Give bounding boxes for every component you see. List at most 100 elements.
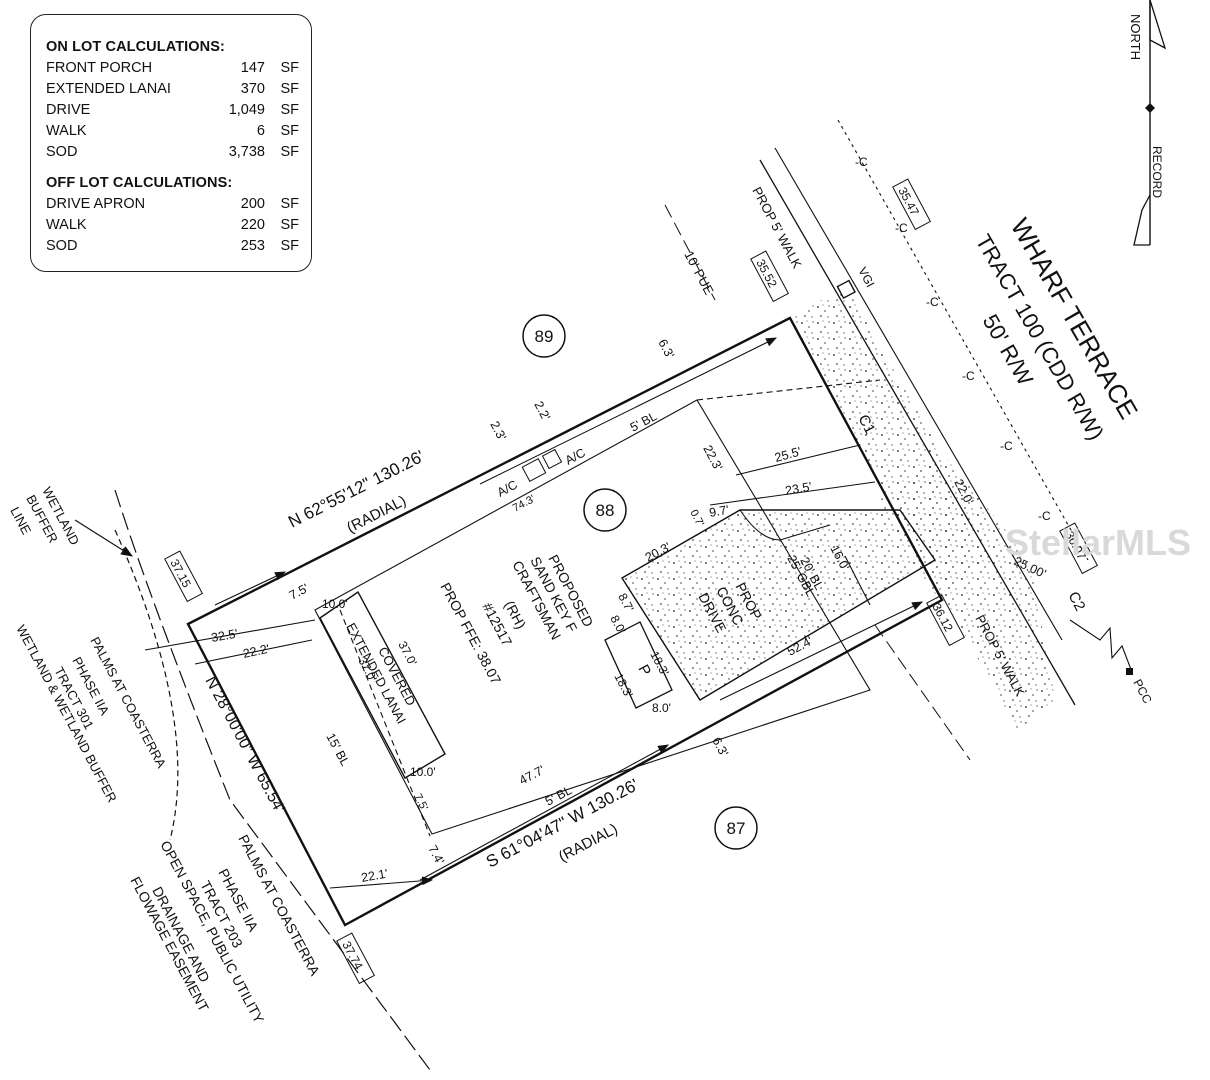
calc-row: DRIVE APRON 200 SF	[46, 194, 299, 215]
dim-label: 6.3'	[709, 735, 731, 759]
dim-label: 22.1'	[360, 867, 389, 885]
dim-label: 25.5'	[773, 444, 802, 464]
north-arrow: NORTH RECORD	[1128, 0, 1167, 246]
lot-88-label: 88	[596, 501, 615, 520]
ac-pad	[541, 448, 563, 470]
calc-value: 6	[256, 123, 265, 139]
drive-outline	[621, 509, 937, 701]
dim-label: 7.5'	[287, 581, 311, 603]
dim-label: 0.7'	[687, 508, 706, 529]
elevation-tags: 35.47 35.52 37.15 36.07 36.12 37.74	[164, 178, 1099, 985]
calc-unit: SF	[280, 60, 299, 76]
dim-label: 9.7'	[708, 503, 730, 520]
wetland-buffer	[74, 489, 431, 1071]
calc-row: EXTENDED LANAI 370 SF	[46, 79, 299, 100]
record-label: RECORD	[1150, 146, 1164, 198]
porch-dim-d: 8.0'	[652, 701, 671, 715]
calc-unit: SF	[280, 123, 299, 139]
calc-unit: SF	[280, 81, 299, 97]
calc-value: 3,738	[228, 144, 265, 160]
elev-e6: 37.74	[339, 939, 366, 972]
calc-value: 220	[240, 217, 265, 233]
calc-unit: SF	[280, 102, 299, 118]
curve-c2: C2	[1064, 589, 1088, 614]
wetland-labels: WETLAND BUFFER LINE PALMS AT COASTERRA P…	[7, 484, 169, 804]
dim-label: 32.5'	[210, 627, 239, 645]
calc-unit: SF	[280, 196, 299, 212]
lot-numbers: 89 88 87	[522, 314, 758, 850]
calc-label: WALK	[46, 217, 87, 233]
calc-label: SOD	[46, 238, 78, 254]
house-label: PROPOSED SAND KEY F CRAFTSMAN (RH) #1251…	[437, 552, 596, 687]
calc-label: DRIVE	[46, 102, 91, 118]
lanai-outline	[319, 590, 446, 779]
lot-88-boundary	[186, 316, 944, 927]
calc-value: 370	[240, 81, 265, 97]
dim-label: 15' BL	[323, 731, 352, 769]
dim-label: 47.7'	[517, 763, 547, 788]
break-symbol	[1069, 619, 1133, 673]
dim-label: 23.5'	[784, 480, 813, 498]
dim-label: 22.2'	[242, 642, 271, 661]
lot-89-label: 89	[535, 327, 554, 346]
vgi-label: VGI	[855, 265, 877, 290]
dim-label: 2.3'	[487, 419, 509, 443]
svg-text:-C: -C	[895, 221, 908, 235]
porch-dim-c: 18.3'	[611, 671, 635, 700]
calc-value: 147	[240, 60, 265, 76]
svg-text:-C: -C	[1038, 509, 1051, 523]
calc-value: 200	[240, 196, 265, 212]
calc-label: WALK	[46, 123, 87, 139]
dimension-arrows	[144, 337, 923, 889]
porch-dim-a: 8.0'	[607, 613, 628, 636]
elev-e2: 35.52	[753, 257, 780, 290]
building-setbacks	[314, 379, 881, 837]
calc-label: FRONT PORCH	[46, 60, 153, 76]
svg-text:-C: -C	[962, 369, 975, 383]
lot-87-label: 87	[727, 819, 746, 838]
pue-label: 10' PUE	[681, 248, 717, 297]
dim-label: A/C	[495, 478, 520, 500]
svg-text:-C: -C	[1000, 439, 1013, 453]
calc-label: SOD	[46, 144, 78, 160]
apron-stipple	[880, 460, 985, 600]
tract-203-labels: PALMS AT COASTERRA PHASE IIA TRACT 203 O…	[127, 832, 323, 1027]
calc-unit: SF	[280, 217, 299, 233]
porch-label: P	[634, 662, 654, 679]
west-line-bearing: N 28°00'00" W 65.54'	[201, 674, 287, 816]
walk-top: PROP 5' WALK	[749, 184, 805, 271]
porch-outline	[604, 621, 673, 709]
calc-row: WALK 220 SF	[46, 215, 299, 236]
mls-watermark: StellarMLS	[1005, 522, 1191, 563]
calc-row: FRONT PORCH 147 SF	[46, 58, 299, 79]
dim-label: A/C	[563, 446, 588, 468]
dim-label: 22.3'	[700, 443, 725, 473]
north-label: NORTH	[1128, 14, 1143, 60]
lanai-dim-c: 10.0'	[322, 597, 348, 611]
calc-row: SOD 3,738 SF	[46, 142, 299, 163]
calc-unit: SF	[280, 238, 299, 254]
svg-text:-C: -C	[855, 155, 868, 169]
calc-label: DRIVE APRON	[46, 196, 146, 212]
dim-label: 7.5'	[411, 792, 430, 813]
calc-label: EXTENDED LANAI	[46, 81, 171, 97]
dim-label: 2.2'	[531, 399, 553, 423]
on-lot-title: ON LOT CALCULATIONS:	[46, 39, 225, 55]
elev-e1: 35.47	[895, 185, 922, 218]
calc-unit: SF	[280, 144, 299, 160]
dim-label: 5' BL	[628, 409, 659, 435]
calc-row: WALK 6 SF	[46, 121, 299, 142]
pcc-label: PCC	[1130, 677, 1154, 706]
street-label: WHARF TERRACE TRACT 100 (CDD R/W) 50' R/…	[971, 213, 1144, 444]
dim-label: 7.4'	[425, 843, 447, 867]
dim-label: 74.3'	[511, 493, 537, 515]
off-lot-title: OFF LOT CALCULATIONS:	[46, 175, 233, 191]
ac-pad	[521, 458, 547, 482]
dim-label: 6.3'	[655, 337, 677, 361]
vgi-box	[836, 279, 856, 300]
